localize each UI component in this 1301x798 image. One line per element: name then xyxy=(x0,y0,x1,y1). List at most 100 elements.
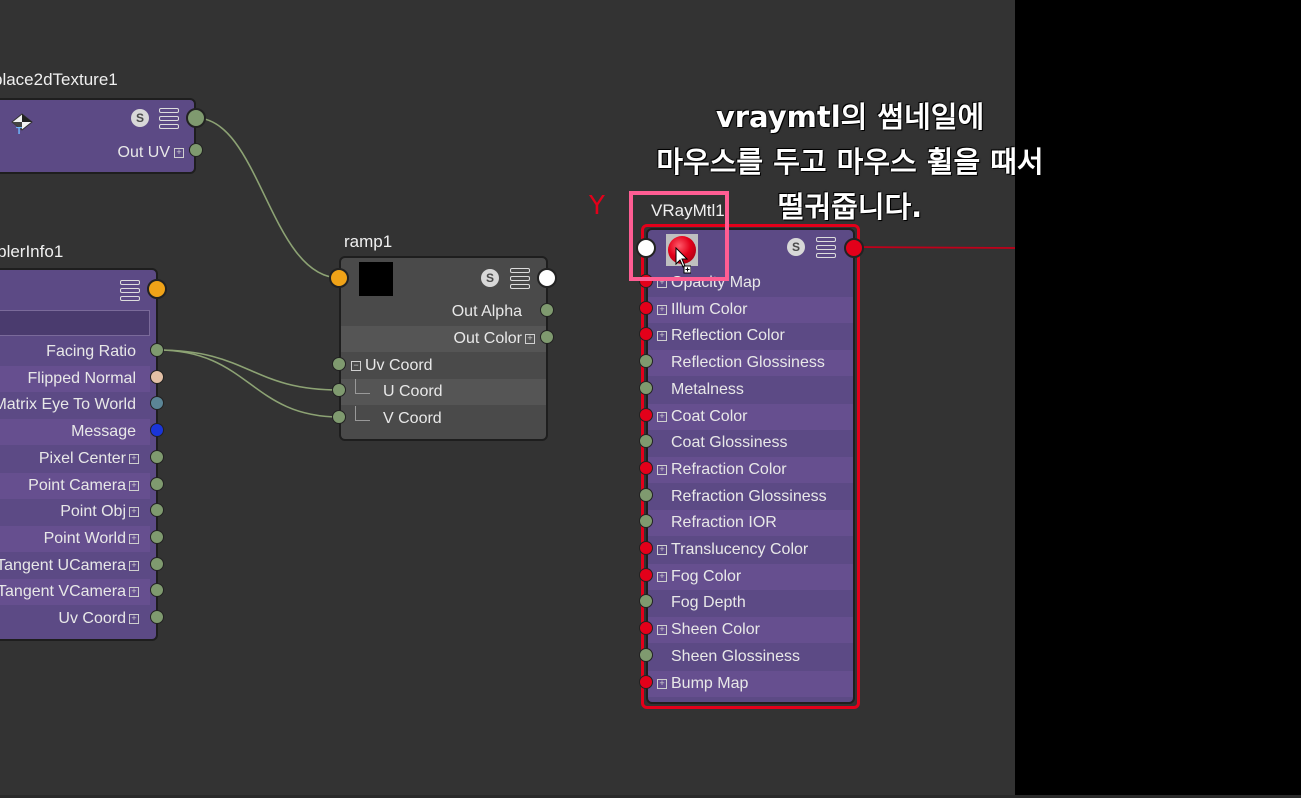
vray-attr-port[interactable] xyxy=(639,514,653,529)
expand-icon[interactable]: + xyxy=(657,678,667,689)
sampler-search-field[interactable] xyxy=(0,310,150,336)
vray-attr-port[interactable] xyxy=(639,327,653,342)
out-uv-port[interactable] xyxy=(189,143,203,157)
highlight-box xyxy=(629,191,729,281)
expand-icon[interactable]: + xyxy=(657,625,667,636)
out-color-port[interactable] xyxy=(540,330,554,344)
vray-attr-port[interactable] xyxy=(639,594,653,609)
u-coord-port[interactable] xyxy=(332,383,346,397)
vray-attr-port[interactable] xyxy=(639,434,653,449)
expand-icon[interactable]: + xyxy=(657,411,667,422)
place2d-node[interactable]: T S Out UV + xyxy=(0,98,196,174)
expand-icon[interactable]: + xyxy=(657,571,667,582)
collapse-icon[interactable]: − xyxy=(351,361,361,371)
ramp-out-alpha-row: Out Alpha xyxy=(341,299,546,325)
vray-output-port[interactable] xyxy=(844,238,864,258)
sampler-attr-port[interactable] xyxy=(150,503,164,518)
sampler-attr-port[interactable] xyxy=(150,343,164,357)
vray-input-port[interactable] xyxy=(636,238,656,258)
annotation-marker: Y xyxy=(589,191,605,221)
out-alpha-label: Out Alpha xyxy=(451,303,522,320)
vray-attr-port[interactable] xyxy=(639,380,653,395)
ramp-node[interactable]: S Out Alpha Out Color + − Uv Coord U Coo… xyxy=(339,256,548,441)
expand-icon[interactable]: + xyxy=(129,587,139,598)
v-coord-label: V Coord xyxy=(383,410,442,427)
expand-icon[interactable]: + xyxy=(657,545,667,555)
vray-attr-port[interactable] xyxy=(639,460,653,475)
ramp-output-port[interactable] xyxy=(537,268,557,288)
sampler-attr-row: Tangent VCamera+ xyxy=(0,579,150,606)
tree-line xyxy=(355,406,370,421)
wire-facing-to-ucoord xyxy=(156,349,341,391)
swatch-mode-icon[interactable]: S xyxy=(131,109,149,127)
sampler-output-port[interactable] xyxy=(147,279,167,299)
sampler-attr-port[interactable] xyxy=(150,369,164,384)
place2d-node-title: place2dTexture1 xyxy=(0,70,118,89)
vray-attr-port[interactable] xyxy=(639,354,653,369)
sampler-attr-port[interactable] xyxy=(150,396,164,411)
sampler-attr-row: Facing Ratio xyxy=(0,339,150,365)
menu-lines-icon[interactable] xyxy=(159,108,179,129)
annotation-line-1: vraymtl의 썸네일에 xyxy=(715,100,985,134)
vray-attr-port[interactable] xyxy=(639,541,653,555)
ramp-swatch[interactable] xyxy=(359,262,393,296)
sampler-attr-row: Flipped Normal xyxy=(0,365,150,392)
place2d-output-port[interactable] xyxy=(186,108,206,128)
vray-attr-port[interactable] xyxy=(639,674,653,689)
expand-icon[interactable]: + xyxy=(129,614,139,624)
vray-attr-port[interactable] xyxy=(639,647,653,662)
vray-attr-label: Reflection Color xyxy=(671,327,785,345)
uv-coord-port[interactable] xyxy=(332,357,346,371)
vray-attr-row: +Refraction Color xyxy=(648,456,853,483)
sampler-attr-label: Message xyxy=(71,423,136,441)
ramp-input-port[interactable] xyxy=(329,268,349,288)
sampler-attr-port[interactable] xyxy=(150,476,164,491)
sampler-attr-row: Pixel Center+ xyxy=(0,446,150,472)
sampler-attr-port[interactable] xyxy=(150,529,164,544)
expand-icon[interactable]: + xyxy=(129,480,139,491)
sampler-attr-row: Message xyxy=(0,419,150,446)
menu-lines-icon[interactable] xyxy=(510,268,530,289)
sampler-attr-port[interactable] xyxy=(150,610,164,624)
expand-icon[interactable]: + xyxy=(657,464,667,475)
vray-attr-label: Fog Color xyxy=(671,567,742,585)
expand-icon[interactable]: + xyxy=(174,148,184,158)
tree-line xyxy=(355,379,370,394)
sampler-attr-port[interactable] xyxy=(150,423,164,438)
vray-attr-row: +Bump Map xyxy=(648,670,853,697)
vray-node-title: VRayMtl1 xyxy=(651,201,725,220)
sampler-attr-row: Uv Coord+ xyxy=(0,606,150,632)
ramp-v-coord-row: V Coord xyxy=(341,406,546,432)
expand-icon[interactable]: + xyxy=(129,507,139,518)
vray-attr-port[interactable] xyxy=(639,621,653,636)
vray-attr-row: Reflection Glossiness xyxy=(648,350,853,377)
sampler-attr-port[interactable] xyxy=(150,449,164,464)
expand-icon[interactable]: + xyxy=(657,304,667,315)
vray-attr-port[interactable] xyxy=(639,487,653,502)
vray-attr-label: Refraction IOR xyxy=(671,514,777,532)
vray-attr-port[interactable] xyxy=(639,407,653,422)
sampler-attr-row: Point Camera+ xyxy=(0,472,150,499)
vray-attr-port[interactable] xyxy=(639,567,653,582)
sampler-attr-label: Tangent VCamera xyxy=(0,583,126,601)
swatch-mode-icon[interactable]: S xyxy=(481,269,499,287)
v-coord-port[interactable] xyxy=(332,410,346,424)
expand-icon[interactable]: + xyxy=(129,533,139,544)
sampler-attr-row: Point Obj+ xyxy=(0,499,150,525)
vray-attr-port[interactable] xyxy=(639,300,653,315)
sampler-attr-port[interactable] xyxy=(150,583,164,598)
uv-coord-label: Uv Coord xyxy=(365,357,433,374)
out-alpha-port[interactable] xyxy=(540,303,554,317)
vray-node[interactable]: S +Opacity Map+Illum Color+Reflection Co… xyxy=(646,228,855,704)
expand-icon[interactable]: + xyxy=(657,331,667,342)
expand-icon[interactable]: + xyxy=(525,334,535,344)
expand-icon[interactable]: + xyxy=(129,453,139,464)
swatch-mode-icon[interactable]: S xyxy=(787,238,805,256)
expand-icon[interactable]: + xyxy=(129,560,139,571)
vray-attr-row: Metalness xyxy=(648,377,853,403)
status-bar xyxy=(0,795,1301,798)
menu-lines-icon[interactable] xyxy=(816,237,836,258)
sampler-attr-port[interactable] xyxy=(150,556,164,571)
menu-lines-icon[interactable] xyxy=(120,280,140,301)
